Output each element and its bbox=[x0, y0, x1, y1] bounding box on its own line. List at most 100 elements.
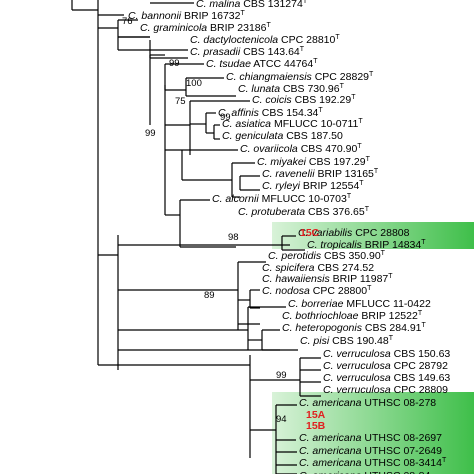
taxon-label-tropicalis: C. tropicalis BRIP 14834T bbox=[307, 239, 426, 251]
taxon-label-perotidis: C. perotidis CBS 350.90T bbox=[268, 250, 386, 262]
bootstrap-b99c: 99 bbox=[220, 112, 231, 123]
taxon-epithet: dactyloctenicola bbox=[203, 34, 278, 46]
taxon-label-chiangmaiensis: C. chiangmaiensis CPC 28829T bbox=[226, 71, 374, 83]
taxon-epithet: alcornii bbox=[225, 193, 259, 205]
taxon-label-nodosa: C. nodosa CPC 28800T bbox=[262, 285, 372, 297]
taxon-label-variabilis: C. variabilis CPC 28808 bbox=[298, 227, 410, 239]
taxon-epithet: chiangmaiensis bbox=[239, 71, 312, 83]
type-strain-mark: T bbox=[388, 273, 393, 280]
type-strain-mark: T bbox=[313, 58, 318, 65]
taxon-strain: BRIP 11987 bbox=[330, 273, 389, 285]
taxon-genus: C. bbox=[299, 397, 312, 409]
taxon-genus: C. bbox=[218, 107, 231, 119]
taxon-genus: C. bbox=[238, 206, 251, 218]
taxon-label-graminicola: C. graminicola BRIP 23186T bbox=[140, 22, 271, 34]
taxon-genus: C. bbox=[282, 322, 295, 334]
taxon-genus: C. bbox=[323, 372, 336, 384]
taxon-genus: C. bbox=[238, 83, 251, 95]
type-strain-mark: T bbox=[421, 239, 426, 246]
taxon-label-bannonii: C. bannonii BRIP 16732T bbox=[128, 10, 245, 22]
taxon-strain: MFLUCC 10-0703 bbox=[259, 193, 347, 205]
taxon-genus: C. bbox=[262, 273, 275, 285]
taxon-strain: BRIP 14834 bbox=[362, 239, 422, 251]
taxon-strain: BRIP 13165 bbox=[315, 168, 375, 180]
type-strain-mark: T bbox=[303, 0, 308, 5]
taxon-genus: C. bbox=[323, 360, 336, 372]
taxon-strain: UTHSC 08-2697 bbox=[361, 432, 442, 444]
taxon-genus: C. bbox=[222, 118, 235, 130]
taxon-genus: C. bbox=[262, 285, 275, 297]
taxon-label-dactyloctenicola: C. dactyloctenicola CPC 28810T bbox=[190, 34, 340, 46]
taxon-genus: C. bbox=[299, 470, 312, 474]
taxon-label-heteropogonis: C. heteropogonis CBS 284.91T bbox=[282, 322, 427, 334]
taxon-epithet: ravenelii bbox=[275, 168, 315, 180]
taxon-label-protuberata: C. protuberata CBS 376.65T bbox=[238, 206, 370, 218]
taxon-strain: CBS 150.63 bbox=[391, 348, 451, 360]
type-strain-mark: T bbox=[374, 168, 379, 175]
taxon-epithet: americana bbox=[312, 457, 361, 469]
taxon-epithet: asiatica bbox=[235, 118, 271, 130]
taxon-label-miyakei: C. miyakei CBS 197.29T bbox=[257, 156, 371, 168]
taxon-strain: UTHSC 08-84 bbox=[361, 470, 430, 474]
taxon-epithet: borreriae bbox=[301, 298, 343, 310]
taxon-genus: C. bbox=[307, 239, 320, 251]
type-strain-mark: T bbox=[367, 285, 372, 292]
taxon-epithet: perotidis bbox=[280, 250, 321, 262]
taxon-strain: BRIP 16732 bbox=[181, 10, 241, 22]
taxon-label-asiatica: C. asiatica MFLUCC 10-0711T bbox=[222, 118, 363, 130]
taxon-strain: CBS 190.48 bbox=[329, 335, 389, 347]
taxon-epithet: miyakei bbox=[270, 156, 306, 168]
taxon-label-amer3: C. americana UTHSC 07-2649 bbox=[299, 445, 442, 457]
taxon-strain: CBS 149.63 bbox=[391, 372, 451, 384]
taxon-strain: CPC 28800 bbox=[310, 285, 367, 297]
taxon-genus: C. bbox=[226, 71, 239, 83]
taxon-label-geniculata: C. geniculata CBS 187.50 bbox=[222, 130, 343, 142]
taxon-label-verr1: C. verruculosa CBS 150.63 bbox=[323, 348, 450, 360]
taxon-genus: C. bbox=[190, 34, 203, 46]
taxon-strain: BRIP 12522 bbox=[358, 310, 418, 322]
taxon-epithet: prasadii bbox=[202, 46, 240, 58]
taxon-strain: CBS 284.91 bbox=[362, 322, 422, 334]
taxon-label-ryleyi: C. ryleyi BRIP 12554T bbox=[262, 180, 364, 192]
taxon-genus: C. bbox=[252, 94, 265, 106]
taxon-epithet: nodosa bbox=[275, 285, 310, 297]
taxon-epithet: americana bbox=[312, 397, 361, 409]
taxon-genus: C. bbox=[262, 168, 275, 180]
taxon-strain: CPC 28810 bbox=[278, 34, 335, 46]
taxon-epithet: heteropogonis bbox=[295, 322, 362, 334]
taxon-epithet: affinis bbox=[231, 107, 259, 119]
taxon-epithet: americana bbox=[312, 470, 361, 474]
taxon-strain: CBS 143.64 bbox=[240, 46, 300, 58]
taxon-epithet: tsudae bbox=[219, 58, 251, 70]
type-strain-mark: T bbox=[442, 457, 447, 464]
taxon-strain: CBS 470.90 bbox=[298, 143, 358, 155]
taxon-epithet: spicifera bbox=[275, 262, 314, 274]
taxon-label-alcornii: C. alcornii MFLUCC 10-0703T bbox=[212, 193, 352, 205]
taxon-genus: C. bbox=[128, 10, 141, 22]
bootstrap-b75: 75 bbox=[175, 96, 186, 107]
type-strain-mark: T bbox=[318, 107, 323, 114]
taxon-label-hawaiiensis: C. hawaiiensis BRIP 11987T bbox=[262, 273, 393, 285]
taxon-genus: C. bbox=[323, 348, 336, 360]
taxon-label-verr3: C. verruculosa CBS 149.63 bbox=[323, 372, 450, 384]
taxon-genus: C. bbox=[288, 298, 301, 310]
taxon-strain: CBS 274.52 bbox=[315, 262, 375, 274]
type-strain-mark: T bbox=[266, 22, 271, 29]
type-strain-mark: T bbox=[366, 156, 371, 163]
taxon-genus: C. bbox=[299, 432, 312, 444]
taxon-strain: CBS 197.29 bbox=[306, 156, 366, 168]
type-strain-mark: T bbox=[351, 94, 356, 101]
taxon-genus: C. bbox=[212, 193, 225, 205]
taxon-strain: CPC 28808 bbox=[352, 227, 409, 239]
taxon-epithet: hawaiiensis bbox=[275, 273, 330, 285]
type-strain-mark: T bbox=[422, 322, 427, 329]
taxon-genus: C. bbox=[262, 180, 275, 192]
taxon-label-lunata: C. lunata CBS 730.96T bbox=[238, 83, 345, 95]
bootstrap-b76: 76 bbox=[122, 16, 133, 27]
taxon-epithet: americana bbox=[312, 432, 361, 444]
taxon-genus: C. bbox=[300, 335, 313, 347]
taxon-strain: UTHSC 08-278 bbox=[361, 397, 436, 409]
taxon-epithet: verruculosa bbox=[336, 348, 390, 360]
